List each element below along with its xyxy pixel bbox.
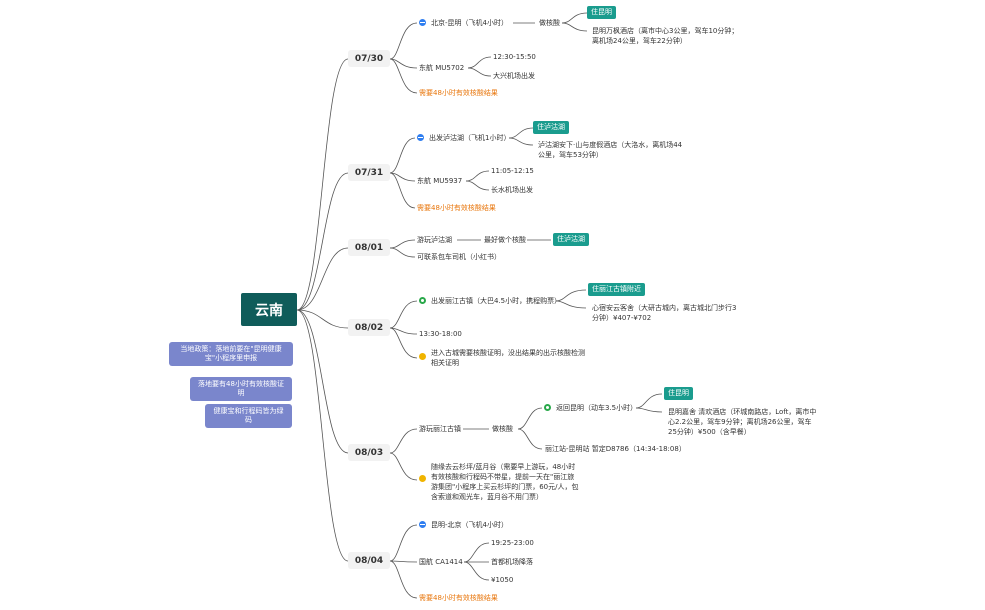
- connector-line: [561, 22, 588, 32]
- connector-line: [467, 67, 492, 77]
- date-0803[interactable]: 08/03: [348, 444, 390, 461]
- activity-0803[interactable]: 游玩丽江古镇: [419, 425, 461, 433]
- hotel-0803[interactable]: 昆明嘉舍 清欢酒店（环城南路店，Loft，离市中心2.2公里，驾车9分钟；离机场…: [668, 408, 817, 436]
- note-policy[interactable]: 当地政策：落地前要在"昆明健康宝"小程序里申报: [169, 342, 293, 366]
- date-0802[interactable]: 08/02: [348, 319, 390, 336]
- warn-0730[interactable]: 需要48小时有效核酸结果: [419, 89, 498, 97]
- connector-line: [389, 172, 416, 209]
- connector-line: [389, 239, 416, 249]
- note-0802[interactable]: 进入古城需要核酸证明，没出结果的出示核酸检测相关证明: [431, 349, 585, 367]
- connector-line: [389, 300, 418, 329]
- connector-line: [296, 309, 349, 562]
- plane-icon: [419, 19, 426, 26]
- date-0804[interactable]: 08/04: [348, 552, 390, 569]
- go-icon: [544, 404, 551, 411]
- connector-line: [465, 180, 490, 191]
- warn-0731[interactable]: 需要48小时有效核酸结果: [417, 204, 496, 212]
- connector-line: [463, 542, 490, 563]
- hotel-0731[interactable]: 泸沽湖安下·山与度假酒店（大洛水，离机场44公里，驾车53分钟）: [538, 141, 683, 159]
- connector-line: [561, 12, 588, 24]
- connector-line: [389, 428, 418, 454]
- stay-tag-0731[interactable]: 住泸沽湖: [533, 121, 569, 134]
- connector-line: [517, 428, 543, 450]
- stay-tag-0730[interactable]: 住昆明: [587, 6, 616, 19]
- train-0803[interactable]: 丽江站-昆明站 暂定D8786（14:34-18:08）: [545, 445, 686, 453]
- connector-line: [296, 247, 349, 311]
- stay-tag-0801[interactable]: 住泸沽湖: [553, 233, 589, 246]
- stay-tag-0802[interactable]: 住丽江古镇附近: [588, 283, 645, 296]
- connector-line: [296, 309, 349, 454]
- note-48h-test[interactable]: 落地要有48小时有效核酸证明: [190, 377, 292, 401]
- airline-0804[interactable]: 国航 CA1414: [419, 558, 463, 566]
- connector-line: [389, 524, 418, 562]
- test-0730[interactable]: 做核酸: [539, 19, 560, 27]
- connector-line: [508, 137, 534, 146]
- connector-line: [389, 560, 418, 599]
- connector-line: [389, 58, 418, 94]
- warning-icon: [419, 353, 426, 360]
- connector-line: [389, 452, 418, 481]
- root-node[interactable]: 云南: [241, 293, 297, 326]
- warning-icon: [419, 475, 426, 482]
- go-icon: [419, 297, 426, 304]
- connector-line: [465, 170, 490, 182]
- connector-line: [635, 407, 663, 413]
- connector-line: [463, 561, 490, 581]
- price-0804[interactable]: ¥1050: [491, 576, 514, 584]
- return-0803[interactable]: 返回昆明（动车3.5小时）: [556, 404, 638, 412]
- flight-0731[interactable]: 出发泸沽湖（飞机1小时）: [429, 134, 511, 142]
- connector-line: [555, 300, 587, 309]
- driver-0801[interactable]: 可联系包车司机（小红书）: [417, 253, 501, 261]
- depart-0802[interactable]: 出发丽江古镇（大巴4.5小时，携程购票）: [431, 297, 562, 305]
- connector-line: [296, 58, 349, 311]
- hotel-0730[interactable]: 昆明万枫酒店（离市中心3公里，驾车10分钟；离机场24公里，驾车22分钟）: [592, 27, 739, 45]
- connector-line: [389, 327, 418, 335]
- connector-line: [555, 289, 587, 302]
- plane-icon: [417, 134, 424, 141]
- connector-line: [389, 22, 418, 60]
- connector-line: [517, 407, 543, 430]
- activity-0801[interactable]: 游玩泸沽湖: [417, 236, 452, 244]
- connector-line: [296, 172, 349, 311]
- connector-line: [389, 172, 416, 182]
- flight-0804[interactable]: 昆明-北京（飞机4小时）: [431, 521, 508, 529]
- connector-line: [296, 309, 349, 329]
- warn-0804[interactable]: 需要48小时有效核酸结果: [419, 594, 498, 602]
- airline-0730[interactable]: 东航 MU5702: [419, 64, 465, 72]
- connector-line: [389, 327, 418, 359]
- flight-0730[interactable]: 北京-昆明（飞机4小时）: [431, 19, 508, 27]
- stay-tag-0803[interactable]: 住昆明: [664, 387, 693, 400]
- time-0802[interactable]: 13:30-18:00: [419, 330, 462, 338]
- airport-0804[interactable]: 首都机场降落: [491, 558, 533, 566]
- connector-line: [389, 247, 416, 258]
- note-green-code[interactable]: 健康宝和行程码皆为绿码: [205, 404, 292, 428]
- date-0801[interactable]: 08/01: [348, 239, 390, 256]
- connector-line: [389, 560, 418, 563]
- hotel-0802[interactable]: 心宿安云客舍（大研古城内，离古城北门步行3分钟）¥407-¥702: [592, 304, 737, 322]
- time-0731[interactable]: 11:05-12:15: [491, 167, 534, 175]
- connector-line: [389, 58, 418, 69]
- connector-line: [508, 127, 534, 139]
- airline-0731[interactable]: 东航 MU5937: [417, 177, 463, 185]
- connector-line: [467, 56, 492, 69]
- note-0803[interactable]: 随缘去云杉坪/蓝月谷（需要早上游玩，48小时有效核酸和行程码不带星，提前一天在"…: [431, 463, 579, 501]
- test-0801[interactable]: 最好做个核酸: [484, 236, 526, 244]
- airport-0731[interactable]: 长水机场出发: [491, 186, 533, 194]
- time-0804[interactable]: 19:25-23:00: [491, 539, 534, 547]
- date-0731[interactable]: 07/31: [348, 164, 390, 181]
- time-0730[interactable]: 12:30-15:50: [493, 53, 536, 61]
- airport-0730[interactable]: 大兴机场出发: [493, 72, 535, 80]
- plane-icon: [419, 521, 426, 528]
- date-0730[interactable]: 07/30: [348, 50, 390, 67]
- test-0803[interactable]: 做核酸: [492, 425, 513, 433]
- connector-line: [635, 393, 663, 409]
- connector-line: [389, 137, 416, 174]
